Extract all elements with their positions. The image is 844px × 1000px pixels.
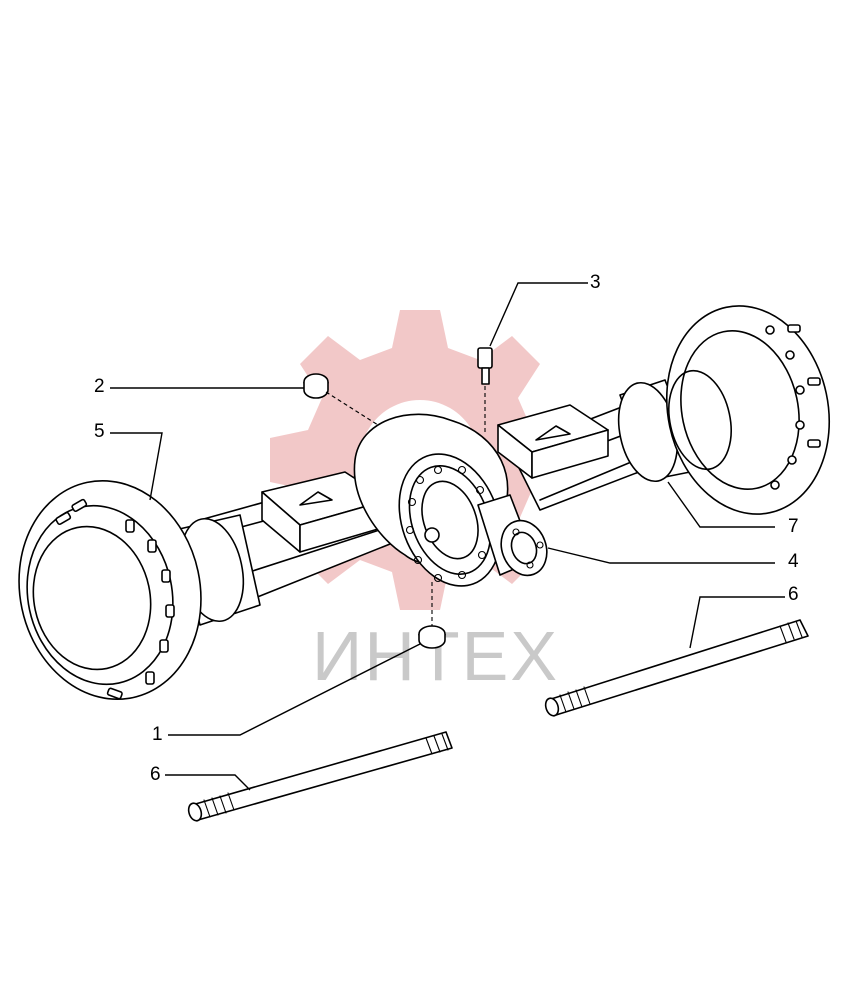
filler-plug bbox=[303, 373, 379, 426]
leader-1 bbox=[168, 643, 421, 736]
right-wheel-hub bbox=[617, 305, 831, 515]
callout-label-2: 2 bbox=[94, 376, 105, 397]
axle-housing bbox=[199, 399, 671, 601]
callout-label-1: 1 bbox=[152, 724, 163, 745]
leader-5 bbox=[110, 432, 163, 501]
drain-plug bbox=[418, 582, 446, 649]
leader-6-right bbox=[689, 596, 785, 649]
leader-6-left bbox=[165, 774, 251, 791]
leader-3 bbox=[489, 282, 588, 347]
callout-label-6-right: 6 bbox=[788, 584, 799, 605]
leader-lines bbox=[110, 282, 785, 791]
left-wheel-hub bbox=[18, 479, 261, 701]
axle-shaft-right bbox=[544, 619, 809, 717]
leader-7 bbox=[667, 481, 775, 528]
callout-label-7: 7 bbox=[788, 516, 799, 537]
axle-shaft-left bbox=[187, 731, 453, 822]
breather bbox=[477, 347, 493, 432]
callout-label-3: 3 bbox=[590, 272, 601, 293]
callout-label-6-left: 6 bbox=[150, 764, 161, 785]
leader-4 bbox=[547, 547, 775, 564]
callout-labels: 2 5 3 7 4 6 1 6 bbox=[94, 272, 799, 785]
callout-label-5: 5 bbox=[94, 421, 105, 442]
input-flange bbox=[477, 494, 548, 577]
callout-label-4: 4 bbox=[788, 551, 799, 572]
